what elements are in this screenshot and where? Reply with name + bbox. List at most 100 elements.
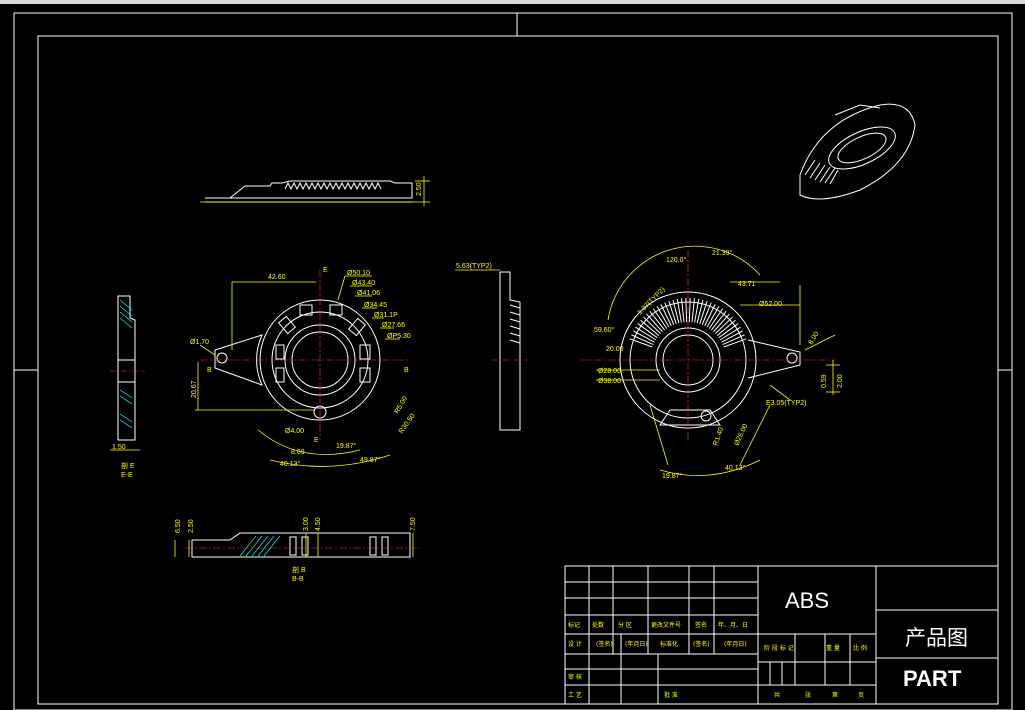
bottom-section-view: 6.50 2.50 3.00 4.50 7.50 剖 B B-B — [174, 517, 420, 583]
tb-sheet-3: 页 — [858, 692, 864, 699]
tb-header-1: 处数 — [592, 621, 604, 629]
gear-tooth — [652, 308, 668, 329]
gear-tooth — [635, 326, 657, 341]
gear-tooth — [718, 323, 739, 339]
tb-sheet-0: 共 — [774, 691, 780, 699]
tb-header-3: 更改文件号 — [651, 621, 681, 629]
tb-design-2: (年月日) — [625, 640, 648, 648]
gear-tooth — [637, 323, 658, 339]
gear-tooth — [708, 308, 724, 329]
dim-left-d6: Ø27.66 — [382, 322, 405, 329]
gear-tooth — [656, 306, 670, 328]
dim-bottom-300: 3.00 — [303, 517, 310, 531]
tb-design-5: (年月日) — [724, 640, 747, 648]
dim-right-d52: Ø52.00 — [759, 301, 782, 308]
gear-tooth — [646, 313, 663, 333]
cut-b-right: B — [404, 367, 409, 374]
tb-sheet-1: 张 — [805, 691, 811, 699]
gear-tooth — [649, 310, 665, 331]
tb-design-3: 标准化 — [660, 640, 678, 648]
gear-tooth — [699, 300, 708, 325]
dim-right-len: 8.00 — [808, 331, 821, 346]
gear-tooth — [719, 326, 741, 341]
drawing-name: 产品图 — [905, 626, 968, 650]
gear-tooth — [668, 300, 677, 325]
left-plan-view: 42.60 Ø50.10 Ø43.40 Ø41.06 Ø34.45 Ø31.1P… — [190, 267, 417, 468]
cut-e-bottom: E — [314, 437, 319, 444]
tb-design-1: (签名) — [596, 640, 613, 648]
section-label-b-line2: B-B — [292, 576, 304, 583]
gear-tooth — [681, 298, 685, 323]
dim-left-vert: 20.67 — [191, 380, 198, 398]
dim-right-angle2: 21.39° — [712, 249, 733, 257]
dim-left-4987: 49.87° — [360, 456, 381, 464]
gear-tooth — [701, 302, 712, 325]
section-label-e-line2: E-E — [121, 472, 133, 479]
tb-stage-2: 比 例 — [853, 644, 867, 652]
dim-left-1987: 19.87° — [336, 442, 357, 450]
gear-tooth — [629, 338, 653, 348]
dim-right-4371: 43.71 — [738, 281, 756, 288]
gear-tooth — [713, 313, 730, 333]
gear-tooth — [696, 299, 704, 324]
tb-review: 审 核 — [568, 673, 582, 681]
gear-tooth — [685, 298, 688, 323]
gear-teeth — [629, 298, 747, 348]
dim-left-width: 42.60 — [268, 274, 286, 281]
sheet-frame — [13, 12, 1013, 710]
tb-stage-0: 阶 段 标 记 — [764, 644, 794, 652]
gear-tooth — [694, 298, 700, 323]
dim-left-869: 8.69 — [291, 449, 305, 456]
gear-tooth — [706, 306, 720, 328]
dim-side-thickness: 1.50 — [112, 444, 126, 451]
right-plan-view: 120.0° 21.39° 43.71 1.37(TYP2) Ø52.00 59… — [580, 245, 844, 480]
gear-tooth — [688, 298, 691, 323]
left-side-section: 1.50 剖 E E-E — [110, 295, 145, 479]
tb-approve: 批 准 — [664, 691, 678, 699]
dim-right-059: 0.59 — [821, 374, 828, 388]
dim-mid-typ: 5.63(TYP2) — [456, 263, 492, 270]
tb-design-0: 设 计 — [568, 640, 582, 648]
dim-right-200: 2.00 — [837, 374, 844, 388]
dim-right-a4013: 40.13° — [725, 464, 746, 472]
dim-left-d1: Ø50.10 — [347, 270, 370, 277]
dim-left-d5: Ø31.1P — [374, 312, 398, 319]
dim-left-hole2: Ø4.00 — [285, 428, 304, 435]
gear-tooth — [691, 298, 695, 323]
dim-left-d2: Ø43.40 — [352, 280, 375, 287]
gear-tooth — [664, 302, 675, 325]
dim-left-4013: 40.13° — [280, 460, 301, 468]
gear-tooth — [640, 319, 660, 336]
gear-tooth — [723, 338, 747, 348]
drawing-name-en: PART — [903, 666, 962, 691]
gear-tooth — [714, 316, 733, 334]
gear-tooth — [721, 330, 743, 343]
dim-top-height: 2.50 — [416, 182, 423, 196]
tb-header-0: 标记 — [568, 621, 580, 629]
title-block: ABS 产品图 PART 标记 处数 分 区 更改文件号 签名 年、月、日 设 … — [564, 565, 999, 705]
dim-right-5960: 59.60° — [594, 326, 615, 334]
cut-e-top: E — [323, 267, 328, 274]
dim-right-r: R1.40 — [712, 427, 725, 447]
tb-design-4: (签名) — [693, 640, 710, 648]
section-label-e-line1: 剖 E — [121, 461, 135, 470]
dim-bottom-650: 6.50 — [175, 519, 182, 533]
tb-header-4: 签名 — [695, 621, 707, 629]
dim-bottom-750: 7.50 — [410, 517, 417, 531]
gear-tooth — [643, 316, 662, 334]
dim-right-d38: Ø38.00 — [598, 378, 621, 385]
dim-right-2000: 20.00 — [606, 346, 624, 353]
dim-left-r2: R30.50 — [398, 413, 417, 436]
gear-tooth — [704, 304, 716, 327]
dim-bottom-250: 2.50 — [188, 519, 195, 533]
tb-stage-1: 重 量 — [826, 644, 840, 652]
dim-left-d3: Ø41.06 — [357, 290, 380, 297]
tb-sheet-2: 第 — [832, 691, 838, 699]
dim-right-a1987: 19.87° — [662, 472, 683, 480]
tb-header-5: 年、月、日 — [718, 621, 748, 629]
dim-left-d7: ØP5.30 — [387, 333, 411, 340]
gear-tooth — [660, 304, 672, 327]
gear-tooth — [631, 334, 654, 346]
dim-left-r1: R5.00 — [394, 395, 409, 415]
